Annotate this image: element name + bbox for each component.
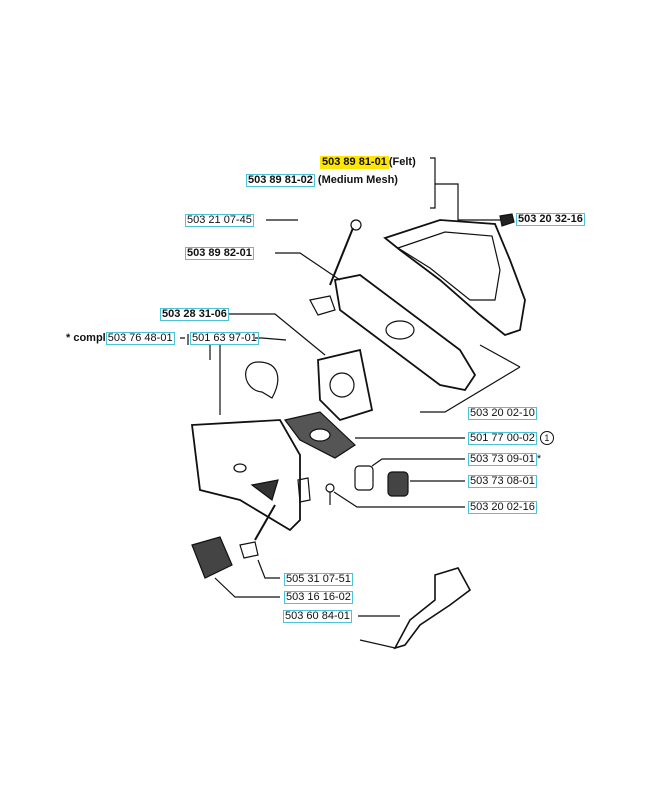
part-link[interactable]: 503 76 48-01: [105, 332, 175, 345]
part-link[interactable]: 505 31 07-51: [284, 573, 353, 586]
part-label: 503 60 84-01: [283, 609, 352, 623]
bushing: [387, 471, 409, 497]
part-link[interactable]: 501 77 00-02: [468, 432, 537, 445]
spacer: [239, 541, 259, 559]
part-label-mesh: 503 89 81-02 (Medium Mesh): [246, 173, 398, 187]
reference-number: 1: [539, 431, 554, 445]
part-note: (Medium Mesh): [317, 174, 398, 186]
part-link[interactable]: 503 21 07-45: [185, 214, 254, 227]
pre-filter: [191, 536, 233, 579]
tube: [254, 504, 276, 541]
part-label: 503 21 07-45: [185, 213, 254, 227]
part-link[interactable]: 503 60 84-01: [283, 610, 352, 623]
throttle-cable-bracket: [393, 567, 472, 650]
part-label: 503 16 16-02: [284, 590, 353, 604]
leader-line: [358, 615, 400, 649]
screw-icon: [325, 483, 335, 493]
plate-tab: [309, 295, 336, 316]
filter-plate: [333, 274, 477, 392]
carb-bore: [329, 372, 355, 398]
plate-hole: [385, 320, 415, 340]
part-label: 503 20 02-10: [468, 406, 537, 420]
part-label: 503 73 09-01*: [468, 452, 541, 466]
part-link[interactable]: 503 28 31-06: [160, 308, 229, 321]
air-filter: [383, 219, 526, 337]
heat-shield: [190, 419, 301, 532]
asterisk: *: [536, 453, 542, 465]
leader-line: [214, 559, 280, 598]
shield-mount: [250, 479, 279, 501]
primer-bulb: [245, 361, 279, 399]
part-label: 503 20 02-16: [468, 500, 537, 514]
part-label: 503 89 82-01: [185, 246, 254, 260]
leader-line: [420, 344, 521, 413]
leader-line: [180, 334, 287, 345]
part-label: 503 73 08-01: [468, 474, 537, 488]
leader-line: [329, 491, 465, 508]
screw-icon: [499, 213, 515, 227]
part-link[interactable]: 503 89 81-02: [246, 174, 315, 187]
part-link[interactable]: 503 20 02-16: [468, 501, 537, 514]
air-filter-inner: [396, 231, 501, 301]
carburetor: [317, 348, 374, 422]
shield-hole: [233, 463, 247, 473]
bushing: [354, 465, 374, 491]
part-link[interactable]: 503 73 08-01: [468, 475, 537, 488]
leader-line: [209, 345, 221, 415]
part-link[interactable]: 503 20 02-10: [468, 407, 537, 420]
part-link[interactable]: 503 89 82-01: [185, 247, 254, 260]
part-link[interactable]: 503 73 09-01: [468, 453, 537, 466]
part-label: 505 31 07-51: [284, 572, 353, 586]
part-label: 503 28 31-06: [160, 307, 229, 321]
part-label-felt: 503 89 81-01(Felt): [320, 155, 416, 169]
screw-head: [350, 219, 362, 231]
part-link[interactable]: 503 89 81-01: [320, 156, 389, 169]
leader-line: [275, 252, 341, 281]
part-note: (Felt): [388, 156, 416, 168]
part-link[interactable]: 501 63 97-01: [190, 332, 259, 345]
part-link[interactable]: 503 16 16-02: [284, 591, 353, 604]
part-label: 503 20 32-16: [516, 212, 585, 226]
gasket-hole: [309, 428, 331, 442]
compl-prefix: * compl: [66, 332, 106, 344]
shield-slot: [297, 477, 311, 503]
leader-line: [371, 458, 465, 482]
leader-line: [430, 157, 510, 221]
part-link[interactable]: 503 20 32-16: [516, 213, 585, 226]
part-label: 501 63 97-01: [190, 331, 259, 345]
leader-line: [228, 313, 326, 356]
